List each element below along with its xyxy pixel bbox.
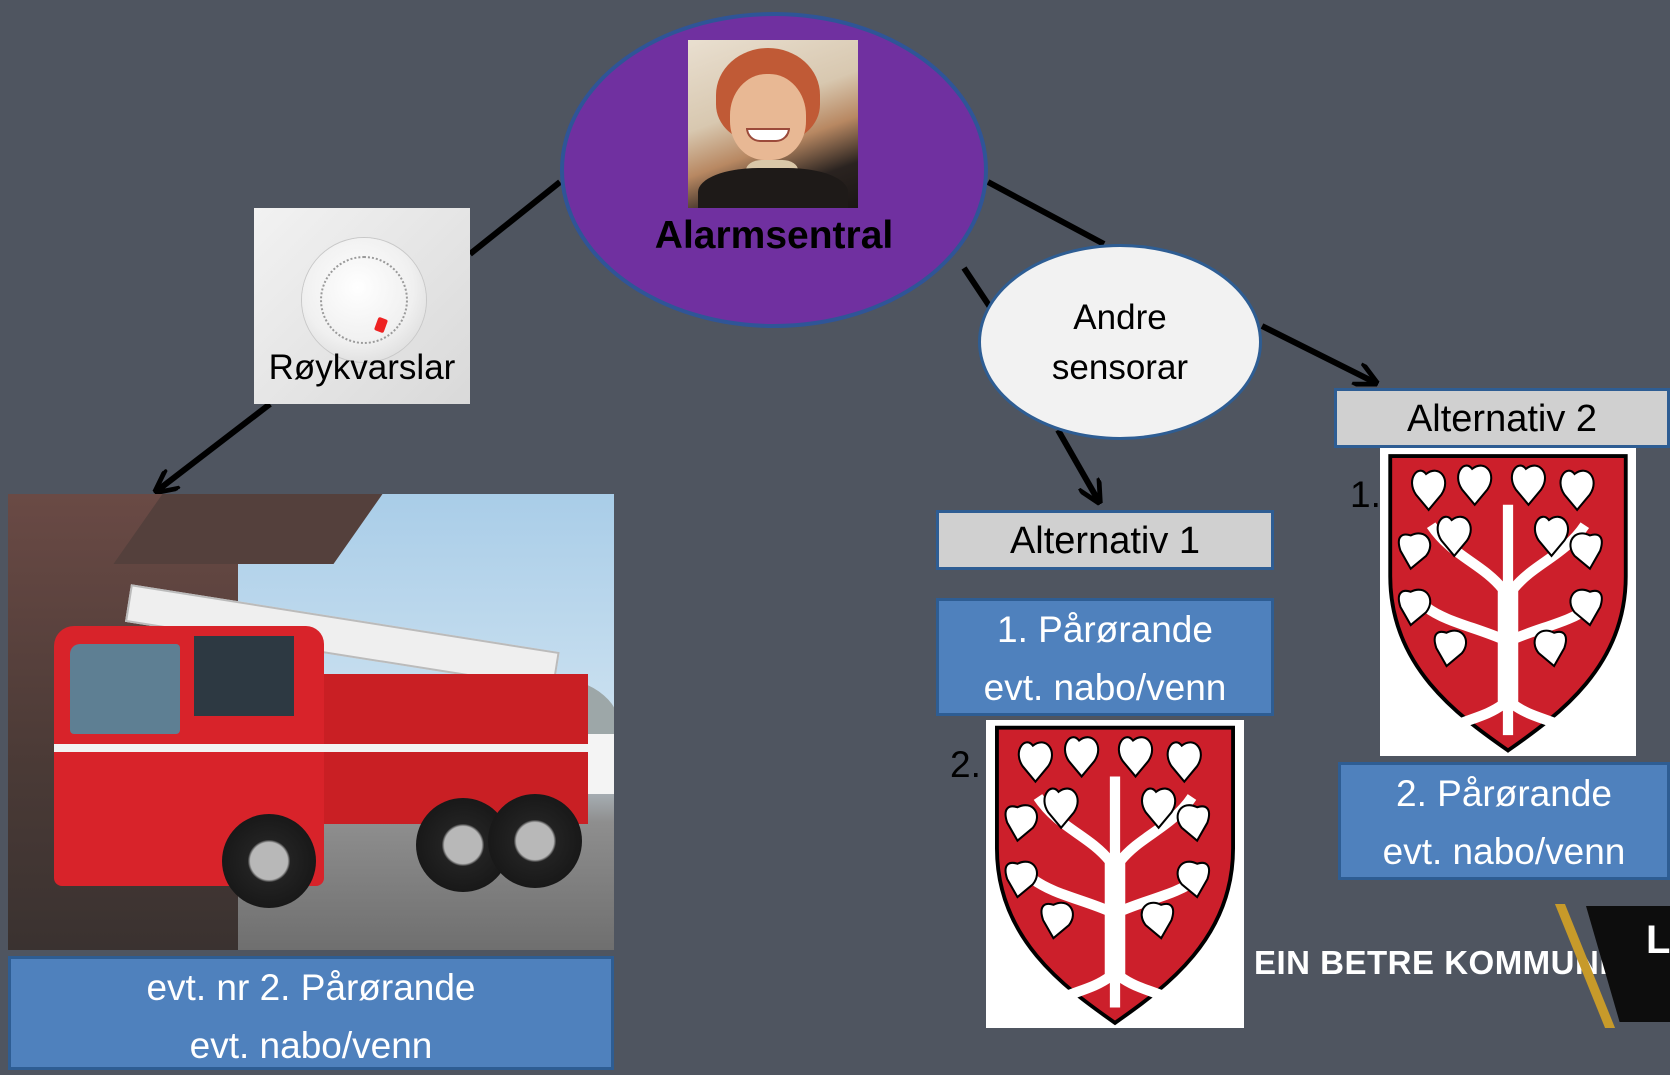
sensors-line1: Andre — [1073, 298, 1167, 337]
line-central-to-sensor — [986, 179, 1106, 247]
truck-windshield — [70, 644, 180, 734]
alt1-step2-number: 2. — [950, 744, 981, 785]
alt1-step1-line2: evt. nabo/venn — [983, 667, 1227, 708]
truck-wheel — [488, 794, 582, 888]
alternative-1-title: Alternativ 1 — [936, 510, 1274, 570]
shield-tree-icon — [1380, 448, 1636, 756]
truck-stripe — [54, 744, 588, 752]
operator-body — [698, 168, 848, 208]
building-roof — [113, 494, 383, 564]
coat-of-arms-graphic — [995, 725, 1235, 1026]
truck-caption: evt. nr 2. Pårørande evt. nabo/venn — [8, 956, 614, 1070]
alternative-2-step2: 2. Pårørande evt. nabo/venn — [1338, 762, 1670, 880]
line-central-to-sensor-2 — [961, 266, 995, 312]
truck-caption-line1: evt. nr 2. Pårørande — [146, 967, 476, 1008]
arrow-sensor-to-alt2 — [1260, 323, 1374, 382]
alternative-2-title: Alternativ 2 — [1334, 388, 1670, 448]
smoke-detector-icon — [302, 238, 426, 362]
alt2-step2-line2: evt. nabo/venn — [1382, 831, 1626, 872]
truck-caption-line2: evt. nabo/venn — [189, 1025, 433, 1066]
truck-wheel — [222, 814, 316, 908]
coat-of-arms-graphic — [1388, 454, 1628, 753]
footer-tagline: EIN BETRE KOMMUNE — [1254, 944, 1622, 981]
arrow-smoke-to-truck — [158, 401, 272, 490]
fire-truck-photo — [8, 494, 614, 950]
alternative-1-step1: 1. Pårørande evt. nabo/venn — [936, 598, 1274, 716]
detector-vent-ring — [320, 256, 408, 344]
shield-tree-icon — [986, 720, 1244, 1028]
arrow-sensor-to-alt1 — [1055, 428, 1098, 500]
truck-side-window — [194, 636, 294, 716]
smoke-detector-label: Røykvarslar — [268, 348, 456, 387]
alt1-step1-line1: 1. Pårørande — [997, 609, 1213, 650]
smoke-detector-photo — [254, 208, 470, 404]
logo-letter: L — [1646, 918, 1670, 962]
other-sensors-node: Andre sensorar — [978, 244, 1262, 440]
sensors-line2: sensorar — [1051, 348, 1189, 387]
operator-photo — [688, 40, 858, 208]
operator-face — [730, 74, 806, 160]
alarm-central-label: Alarmsentral — [654, 214, 894, 257]
alt2-step1-number: 1. — [1350, 474, 1381, 515]
alt2-step2-line1: 2. Pårørande — [1396, 773, 1612, 814]
line-central-to-smoke — [468, 179, 562, 257]
